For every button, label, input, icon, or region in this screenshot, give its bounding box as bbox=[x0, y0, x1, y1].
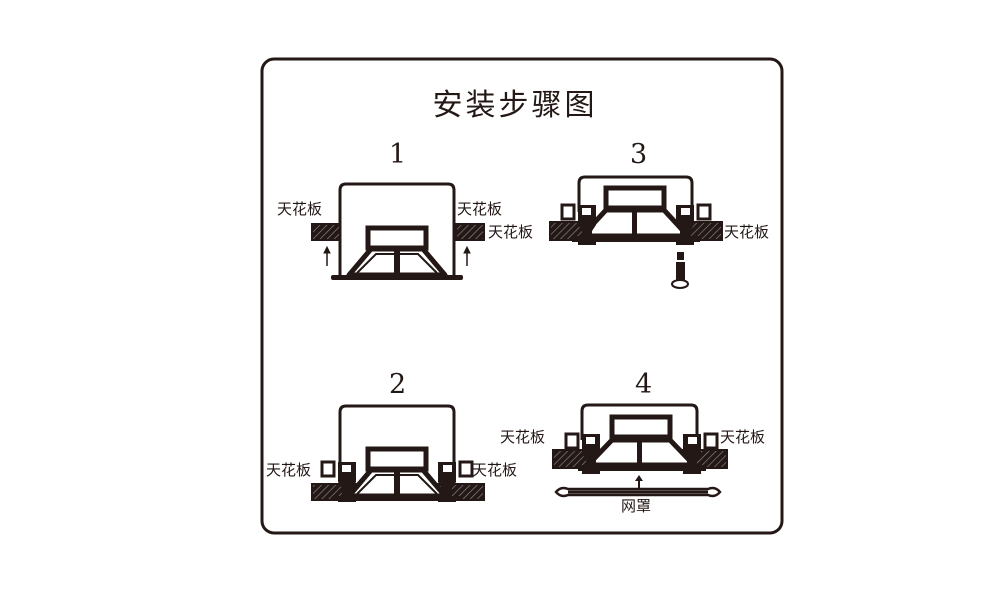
screw-icon bbox=[671, 252, 689, 289]
step-1-drawing bbox=[311, 182, 485, 280]
frame-border bbox=[260, 57, 784, 535]
grille-label: 网罩 bbox=[621, 497, 652, 515]
ceiling-label: 天花板 bbox=[488, 223, 534, 241]
speaker-back-box bbox=[577, 175, 694, 212]
step-number: 2 bbox=[389, 369, 407, 400]
ceiling-label: 天花板 bbox=[724, 223, 770, 241]
ceiling-label: 天花板 bbox=[472, 461, 518, 479]
speaker-back-box bbox=[338, 404, 456, 470]
step-number: 3 bbox=[630, 139, 648, 170]
speaker-unit bbox=[331, 228, 463, 280]
ceiling-label: 天花板 bbox=[720, 428, 766, 446]
ceiling-label: 天花板 bbox=[266, 461, 312, 479]
step-4-drawing bbox=[552, 403, 728, 498]
page-title: 安装步骤图 bbox=[432, 88, 598, 123]
speaker-back-box bbox=[338, 182, 456, 275]
grille-icon bbox=[554, 486, 722, 498]
step-2-drawing bbox=[311, 404, 485, 504]
step-number: 4 bbox=[635, 369, 653, 400]
ceiling-panel-right bbox=[455, 223, 485, 241]
step-number: 1 bbox=[389, 139, 407, 170]
ceiling-label: 天花板 bbox=[457, 200, 503, 218]
ceiling-label: 天花板 bbox=[500, 428, 546, 446]
step-3-drawing bbox=[549, 175, 723, 289]
speaker-back-box bbox=[580, 403, 699, 440]
ceiling-label: 天花板 bbox=[277, 200, 323, 218]
arrow-up-icon bbox=[635, 475, 643, 489]
arrow-up-icon bbox=[463, 245, 471, 266]
arrow-up-icon bbox=[323, 245, 331, 266]
ceiling-panel-left bbox=[311, 223, 341, 241]
